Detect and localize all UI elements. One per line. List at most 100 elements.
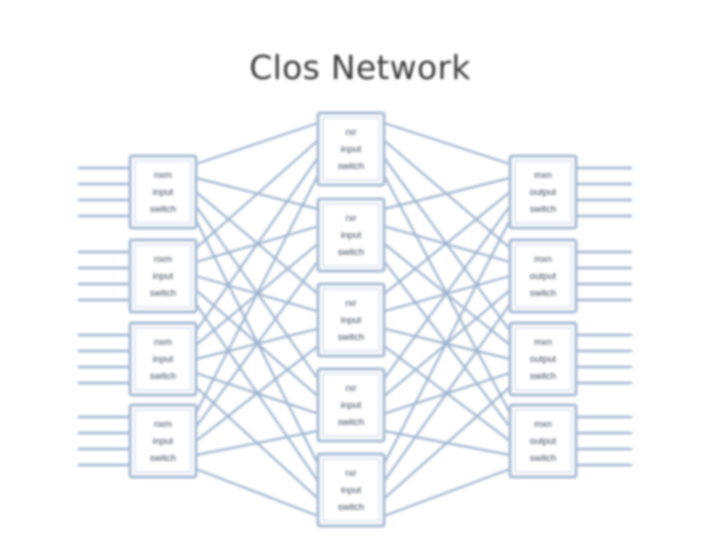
switch-box bbox=[128, 403, 198, 479]
output-switch-1: mxn output switch bbox=[508, 154, 578, 230]
switch-inner-border bbox=[322, 117, 380, 181]
middle-switch-4: rxr input switch bbox=[316, 367, 386, 443]
middle-stage: rxr input switch rxr input switch rxr input swit… bbox=[316, 111, 386, 528]
link-input-to-middle bbox=[195, 139, 319, 249]
link-middle-to-output bbox=[383, 467, 511, 518]
switch-label-line: mxn bbox=[534, 254, 552, 265]
switch-box bbox=[508, 403, 578, 479]
switch-label-line: rxr bbox=[345, 298, 356, 309]
switch-label-line: switch bbox=[150, 204, 176, 215]
switch-label-line: output bbox=[530, 271, 557, 282]
input-switch-4: nxm input switch bbox=[128, 403, 198, 479]
link-middle-to-output bbox=[383, 260, 511, 428]
link-input-to-middle bbox=[195, 121, 319, 166]
switch-label-line: input bbox=[153, 354, 174, 365]
switch-box bbox=[316, 197, 386, 273]
switch-label-line: input bbox=[341, 485, 362, 496]
interstage-links bbox=[195, 121, 511, 518]
switch-label-line: switch bbox=[530, 288, 556, 299]
middle-switch-5: rxr input switch bbox=[316, 452, 386, 528]
switch-label-line: switch bbox=[338, 247, 364, 258]
output-switch-4: mxn output switch bbox=[508, 403, 578, 479]
input-stage: nxm input switch nxm input switch nxm input swit… bbox=[128, 154, 198, 479]
link-input-to-middle bbox=[195, 174, 319, 414]
link-middle-to-output bbox=[383, 157, 511, 332]
switch-inner-border bbox=[134, 409, 192, 473]
output-switch-2: mxn output switch bbox=[508, 238, 578, 314]
port-lines bbox=[78, 166, 632, 467]
link-input-to-middle bbox=[195, 467, 319, 518]
switch-inner-border bbox=[322, 373, 380, 437]
link-middle-to-output bbox=[383, 139, 511, 249]
switch-inner-border bbox=[322, 203, 380, 267]
switch-inner-border bbox=[134, 327, 192, 391]
switch-label-line: switch bbox=[150, 288, 176, 299]
switch-box bbox=[508, 321, 578, 397]
switch-label-line: switch bbox=[338, 332, 364, 343]
slide-title: Clos Network bbox=[249, 48, 471, 87]
switch-box bbox=[316, 452, 386, 528]
switch-box bbox=[508, 154, 578, 230]
switch-label-line: nxm bbox=[154, 254, 172, 265]
switch-label-line: nxm bbox=[154, 170, 172, 181]
link-input-to-middle bbox=[195, 345, 319, 442]
switch-label-line: input bbox=[341, 144, 362, 155]
switch-label-line: input bbox=[341, 315, 362, 326]
switch-inner-border bbox=[134, 160, 192, 224]
switch-label-line: rxr bbox=[345, 468, 356, 479]
link-input-to-middle bbox=[195, 260, 319, 428]
switch-box bbox=[508, 238, 578, 314]
link-input-to-middle bbox=[195, 429, 319, 457]
switch-label-line: rxr bbox=[345, 213, 356, 224]
switch-label-line: mxn bbox=[534, 170, 552, 181]
switch-label-line: input bbox=[153, 187, 174, 198]
switch-label-line: switch bbox=[338, 161, 364, 172]
switch-label-line: output bbox=[530, 436, 557, 447]
switch-inner-border bbox=[322, 458, 380, 522]
switch-label-line: switch bbox=[530, 204, 556, 215]
switch-inner-border bbox=[514, 160, 572, 224]
output-switch-3: mxn output switch bbox=[508, 321, 578, 397]
switch-label-line: output bbox=[530, 187, 557, 198]
switch-box bbox=[128, 238, 198, 314]
switch-inner-border bbox=[514, 327, 572, 391]
switch-box bbox=[128, 321, 198, 397]
switch-label-line: input bbox=[153, 271, 174, 282]
switch-box bbox=[128, 154, 198, 230]
switch-label-line: switch bbox=[150, 371, 176, 382]
switch-label-line: mxn bbox=[534, 337, 552, 348]
link-middle-to-output bbox=[383, 429, 511, 457]
switch-label-line: rxr bbox=[345, 383, 356, 394]
switch-inner-border bbox=[134, 244, 192, 308]
switch-label-line: rxr bbox=[345, 127, 356, 138]
switch-inner-border bbox=[322, 288, 380, 352]
link-middle-to-output bbox=[383, 121, 511, 166]
switch-inner-border bbox=[514, 409, 572, 473]
switch-label-line: input bbox=[341, 230, 362, 241]
middle-switch-2: rxr input switch bbox=[316, 197, 386, 273]
middle-switch-3: rxr input switch bbox=[316, 282, 386, 358]
switch-label-line: output bbox=[530, 354, 557, 365]
input-switch-2: nxm input switch bbox=[128, 238, 198, 314]
link-middle-to-output bbox=[383, 345, 511, 442]
switch-label-line: switch bbox=[530, 453, 556, 464]
switch-label-line: input bbox=[341, 400, 362, 411]
middle-switch-1: rxr input switch bbox=[316, 111, 386, 187]
switch-box bbox=[316, 282, 386, 358]
switch-label-line: switch bbox=[150, 453, 176, 464]
switch-label-line: mxn bbox=[534, 419, 552, 430]
input-switch-1: nxm input switch bbox=[128, 154, 198, 230]
switch-label-line: nxm bbox=[154, 419, 172, 430]
switch-label-line: input bbox=[153, 436, 174, 447]
switch-box bbox=[316, 111, 386, 187]
switch-box bbox=[316, 367, 386, 443]
switch-label-line: switch bbox=[338, 502, 364, 513]
switch-label-line: switch bbox=[338, 417, 364, 428]
output-stage: mxn output switch mxn output switch mxn output s… bbox=[508, 154, 578, 479]
link-input-to-middle bbox=[195, 157, 319, 332]
switch-label-line: switch bbox=[530, 371, 556, 382]
link-middle-to-output bbox=[383, 174, 511, 414]
switch-inner-border bbox=[514, 244, 572, 308]
